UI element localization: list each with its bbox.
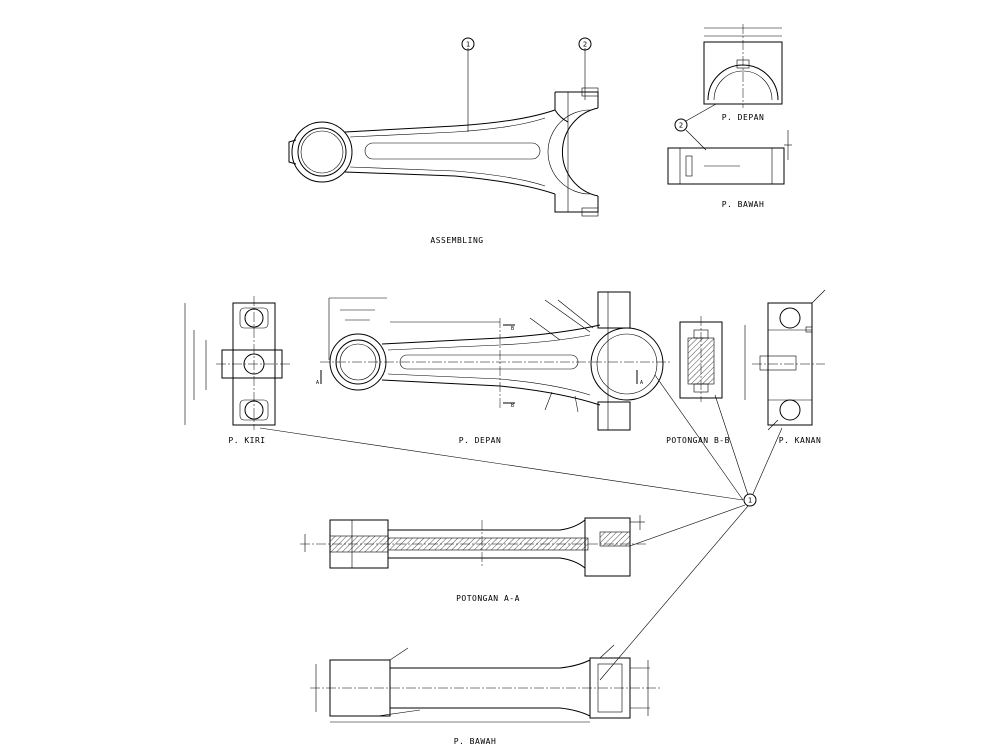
label-cap-bottom: P. BAWAH [722, 200, 765, 209]
balloon-part2-assembly [578, 37, 592, 51]
label-assembling: ASSEMBLING [430, 236, 483, 245]
left-view: P. KIRI [184, 296, 292, 445]
label-front-view: P. DEPAN [459, 436, 502, 445]
balloon-part1-assembly [461, 37, 475, 51]
label-section-bb: POTONGAN B-B [666, 436, 730, 445]
label-cap-front: P. DEPAN [722, 113, 765, 122]
section-mark-b-top: B [511, 326, 514, 332]
bottom-view: P. BAWAH [310, 644, 660, 746]
cap-front-view: P. DEPAN [703, 24, 783, 122]
balloon-part2b-text: 2 [679, 122, 683, 130]
label-right-view: P. KANAN [779, 436, 822, 445]
right-view: P. KANAN [744, 289, 826, 445]
front-view: B B A A P. DEPAN [316, 291, 672, 445]
assembly-view: 1 2 ASSEMBLING [288, 37, 599, 245]
section-mark-a-left: A [316, 380, 319, 386]
label-section-aa: POTONGAN A-A [456, 594, 520, 603]
balloon-part1-text: 1 [466, 41, 470, 49]
balloon-part1-main-text: 1 [748, 497, 752, 505]
balloon-part2-text: 2 [583, 41, 587, 49]
balloon-part2-cap [674, 118, 688, 132]
section-mark-a-right: A [640, 380, 643, 386]
section-mark-b-bottom: B [511, 403, 514, 409]
section-bb-view: POTONGAN B-B [666, 316, 730, 445]
cap-bottom-view: 2 P. BAWAH [667, 103, 792, 209]
balloon-part1-main [743, 493, 757, 507]
part1-callout: 1 [259, 374, 783, 681]
section-aa-view: POTONGAN A-A [300, 515, 648, 603]
label-left-view: P. KIRI [228, 436, 265, 445]
label-bottom-view: P. BAWAH [454, 737, 497, 746]
